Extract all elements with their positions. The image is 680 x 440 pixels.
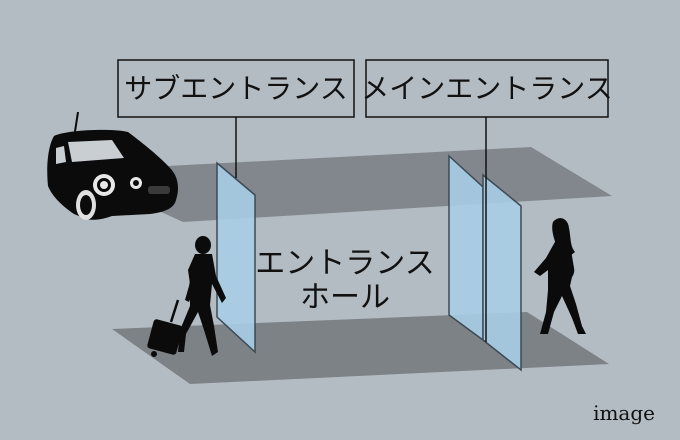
sub-entrance-label: サブエントランス xyxy=(117,59,355,118)
walking-woman-icon xyxy=(534,218,586,334)
main-entrance-text: メインエントランス xyxy=(361,72,612,105)
image-note: image xyxy=(593,401,655,425)
main-entrance-glass-front xyxy=(482,173,522,372)
main-entrance-glass-rear xyxy=(448,154,484,342)
sub-entrance-glass xyxy=(216,161,256,354)
traveler-with-suitcase-icon xyxy=(147,236,226,357)
sub-entrance-text: サブエントランス xyxy=(124,72,347,105)
entrance-hall-label-line1: エントランス xyxy=(255,246,434,281)
main-entrance-label: メインエントランス xyxy=(361,59,613,118)
entrance-hall-label-line2: ホール xyxy=(300,280,390,315)
car-silhouette-icon xyxy=(47,111,178,220)
